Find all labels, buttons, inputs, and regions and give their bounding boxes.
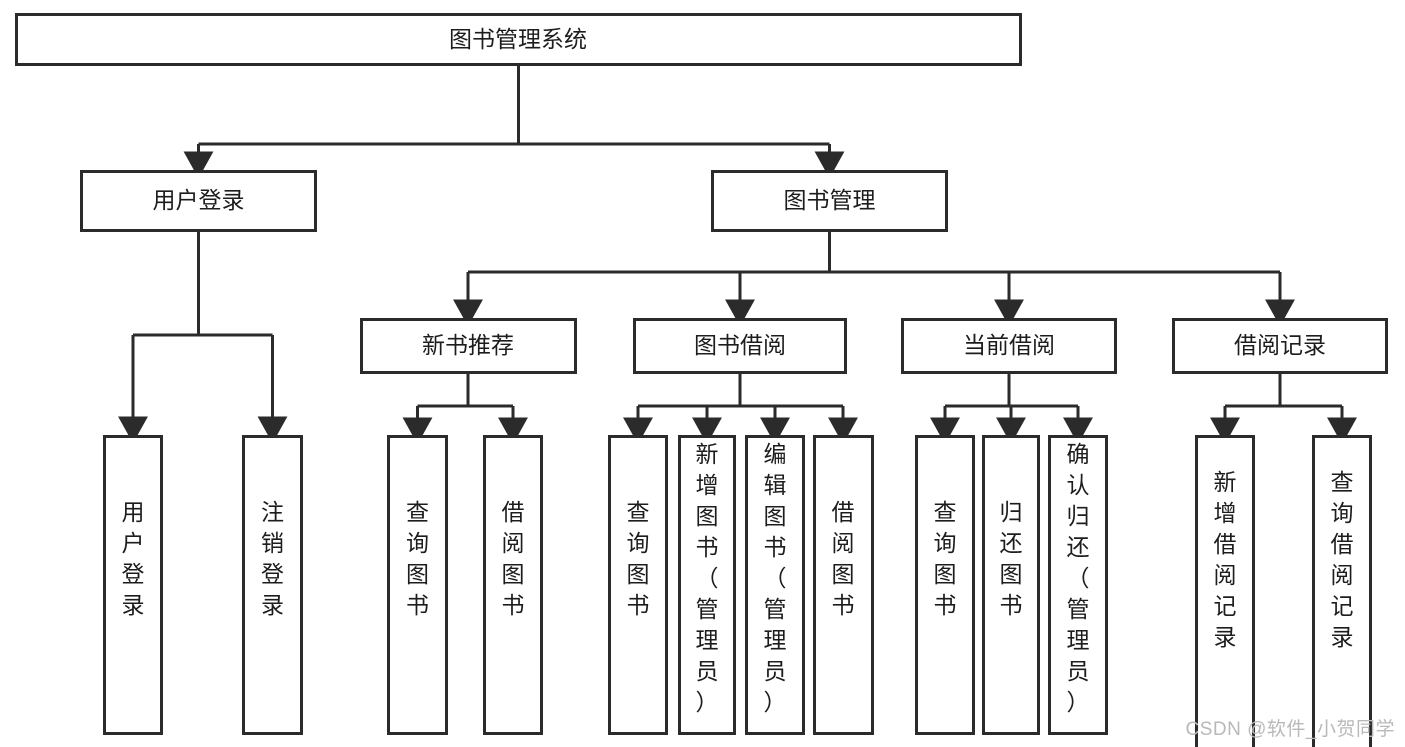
leaf-query-borrow-record-label: 查询借阅记录	[1331, 469, 1354, 650]
book-borrow-box[interactable]	[633, 318, 847, 374]
leaf-query-book-borrow[interactable]: 查询图书	[608, 435, 668, 735]
leaf-return-book-box[interactable]	[982, 435, 1040, 735]
borrow-record-label: 借阅记录	[1234, 332, 1326, 358]
node-current-borrow[interactable]: 当前借阅	[901, 318, 1117, 374]
leaf-query-book-newbook[interactable]: 查询图书	[387, 435, 448, 735]
book-borrow-label: 图书借阅	[694, 332, 786, 358]
user-login-label: 用户登录	[153, 187, 245, 213]
leaf-logout[interactable]: 注销登录	[242, 435, 303, 735]
leaf-add-book-admin[interactable]: 新增图书（管理员）	[678, 435, 736, 735]
root-label: 图书管理系统	[449, 26, 587, 52]
root-box[interactable]	[15, 13, 1022, 66]
leaf-add-borrow-record-box[interactable]	[1195, 435, 1255, 747]
node-borrow-record[interactable]: 借阅记录	[1172, 318, 1388, 374]
leaf-confirm-return-admin-box[interactable]	[1048, 435, 1108, 735]
book-management-label: 图书管理	[784, 187, 876, 213]
leaf-logout-label: 注销登录	[261, 499, 284, 618]
leaf-query-book-newbook-box[interactable]	[387, 435, 448, 735]
leaf-add-book-admin-label: 新增图书（管理员）	[696, 441, 719, 715]
leaf-edit-book-admin[interactable]: 编辑图书（管理员）	[745, 435, 805, 735]
leaf-user-login-box[interactable]	[103, 435, 163, 735]
leaf-confirm-return-admin[interactable]: 确认归还（管理员）	[1048, 435, 1108, 735]
book-management-box[interactable]	[711, 170, 948, 232]
leaf-borrow-book-borrow[interactable]: 借阅图书	[813, 435, 874, 735]
node-root-system[interactable]: 图书管理系统	[15, 13, 1022, 66]
leaf-query-book-current-box[interactable]	[915, 435, 975, 735]
leaf-confirm-return-admin-label: 确认归还（管理员）	[1067, 441, 1090, 715]
new-book-recommend-label: 新书推荐	[422, 332, 514, 358]
leaf-query-book-current-label: 查询图书	[934, 499, 957, 618]
leaf-user-login-label: 用户登录	[122, 499, 145, 618]
node-new-book-recommend[interactable]: 新书推荐	[360, 318, 577, 374]
borrow-record-box[interactable]	[1172, 318, 1388, 374]
user-login-box[interactable]	[80, 170, 317, 232]
watermark-text: CSDN @软件_小贺同学	[1185, 719, 1395, 740]
leaf-logout-box[interactable]	[242, 435, 303, 735]
leaf-borrow-book-newbook-label: 借阅图书	[502, 499, 525, 618]
leaf-query-borrow-record-box[interactable]	[1312, 435, 1372, 747]
leaf-user-login[interactable]: 用户登录	[103, 435, 163, 735]
current-borrow-box[interactable]	[901, 318, 1117, 374]
node-book-borrow[interactable]: 图书借阅	[633, 318, 847, 374]
leaf-add-book-admin-box[interactable]	[678, 435, 736, 735]
leaf-add-borrow-record[interactable]: 新增借阅记录	[1195, 435, 1255, 747]
current-borrow-label: 当前借阅	[963, 332, 1055, 358]
leaf-query-book-borrow-box[interactable]	[608, 435, 668, 735]
leaf-borrow-book-newbook-box[interactable]	[483, 435, 543, 735]
node-user-login[interactable]: 用户登录	[80, 170, 317, 232]
leaf-return-book[interactable]: 归还图书	[982, 435, 1040, 735]
leaf-query-book-current[interactable]: 查询图书	[915, 435, 975, 735]
leaf-return-book-label: 归还图书	[1000, 499, 1023, 618]
leaf-query-book-newbook-label: 查询图书	[406, 499, 429, 618]
leaf-borrow-book-borrow-box[interactable]	[813, 435, 874, 735]
leaf-borrow-book-newbook[interactable]: 借阅图书	[483, 435, 543, 735]
new-book-recommend-box[interactable]	[360, 318, 577, 374]
leaf-edit-book-admin-label: 编辑图书（管理员）	[764, 441, 787, 715]
leaf-edit-book-admin-box[interactable]	[745, 435, 805, 735]
node-book-management[interactable]: 图书管理	[711, 170, 948, 232]
leaf-add-borrow-record-label: 新增借阅记录	[1214, 469, 1237, 650]
connector-layer	[118, 66, 1357, 445]
leaf-query-borrow-record[interactable]: 查询借阅记录	[1312, 435, 1372, 747]
leaf-query-book-borrow-label: 查询图书	[627, 499, 650, 618]
leaf-borrow-book-borrow-label: 借阅图书	[832, 499, 855, 618]
